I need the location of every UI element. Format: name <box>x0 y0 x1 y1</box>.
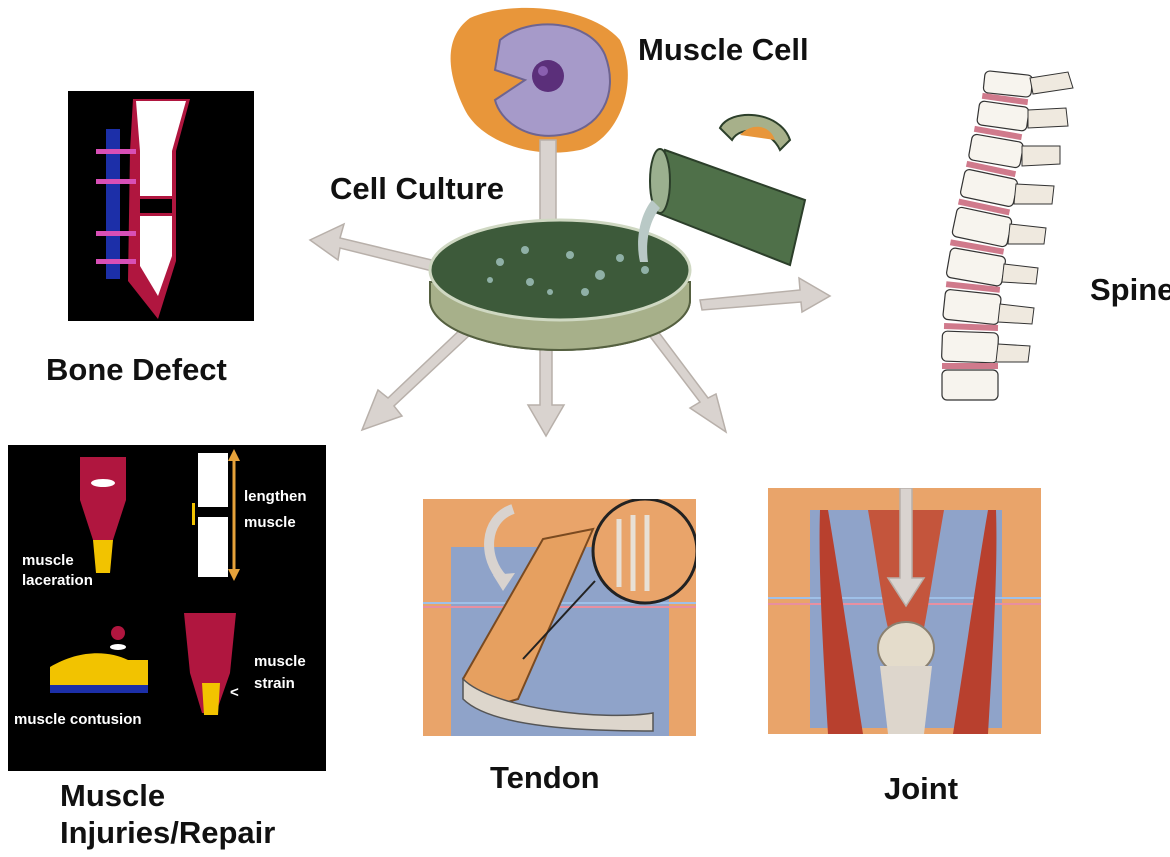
cell-nucleus <box>532 60 564 92</box>
spine-illustration <box>918 68 1078 406</box>
petri-dish <box>430 220 690 350</box>
muscle-injuries-label-1: Muscle <box>60 778 165 814</box>
lengthen-label-2: muscle <box>244 514 296 531</box>
lengthen-label-1: lengthen <box>244 488 307 505</box>
joint-panel <box>768 488 1041 734</box>
tendon-label: Tendon <box>490 760 600 796</box>
joint-label: Joint <box>884 771 958 807</box>
strain-label-2: strain <box>254 675 295 692</box>
muscle-cell-label: Muscle Cell <box>638 32 809 68</box>
tendon-panel <box>423 499 696 736</box>
contusion-label: muscle contusion <box>14 711 142 728</box>
muscle-injuries-panel: muscle laceration lengthen muscle muscle… <box>8 445 326 771</box>
strain-mark: < <box>230 684 239 701</box>
laceration-label-2: laceration <box>22 572 93 589</box>
spine-label: Spine <box>1090 272 1170 308</box>
lengthen-figure <box>192 449 240 581</box>
strain-label-1: muscle <box>254 653 306 670</box>
muscle-injuries-label-2: Injuries/Repair <box>60 815 275 851</box>
bone-defect-label: Bone Defect <box>46 352 227 388</box>
laceration-label-1: muscle <box>22 552 74 569</box>
bone-defect-panel <box>68 91 254 321</box>
cell-culture-label: Cell Culture <box>330 171 504 207</box>
